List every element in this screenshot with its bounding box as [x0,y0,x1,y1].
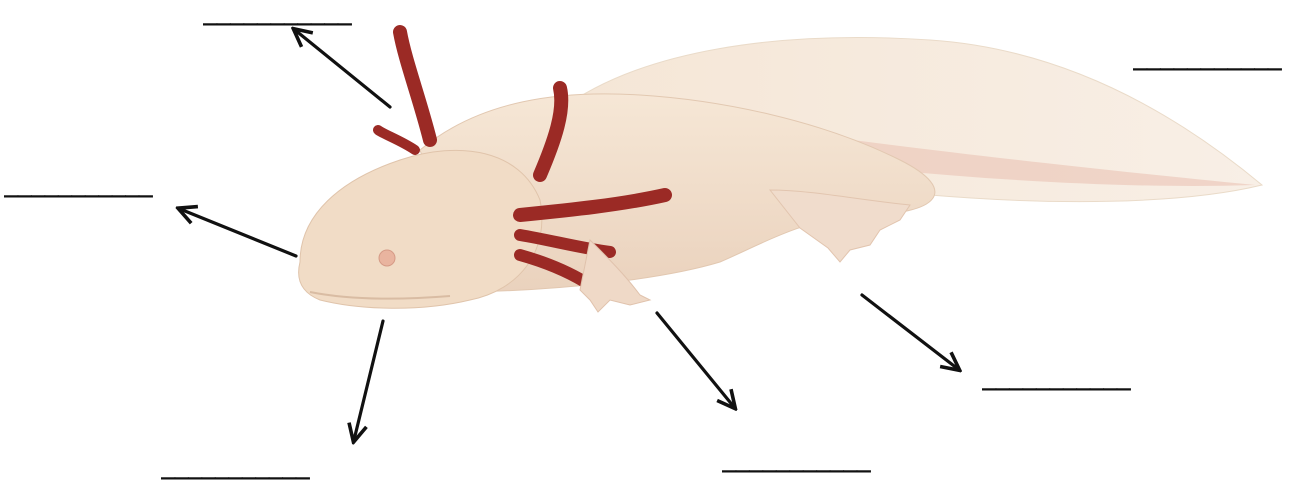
arrow-head [180,209,296,256]
axolotl-illustration [299,32,1262,312]
label-blank-mouth[interactable]: ___________ [161,454,309,478]
arrow-front-leg [657,313,734,407]
label-blank-head[interactable]: ___________ [4,172,152,196]
arrow-gills [295,30,390,107]
head [299,150,542,308]
label-blank-front-leg[interactable]: ___________ [722,447,870,471]
eye [379,250,395,266]
label-blank-back-leg[interactable]: ___________ [982,365,1130,389]
label-blank-tail[interactable]: ___________ [1133,45,1281,69]
arrow-back-leg [862,295,958,369]
arrow-mouth [354,321,383,440]
label-blank-gills[interactable]: ___________ [203,0,351,24]
